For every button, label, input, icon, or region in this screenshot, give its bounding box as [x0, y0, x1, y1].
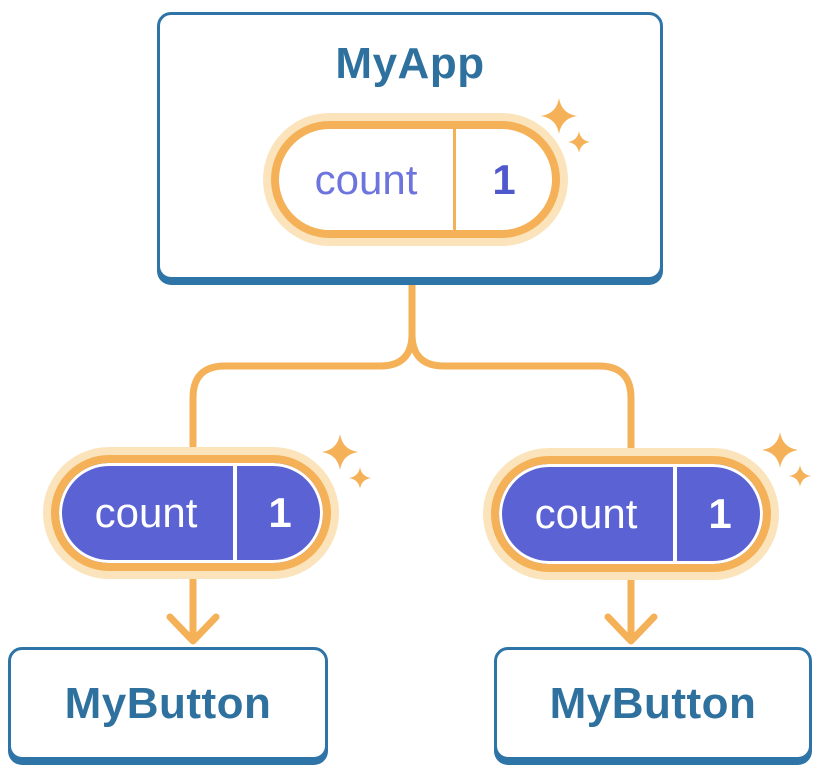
component-title: MyButton — [549, 678, 757, 728]
component-title: MyButton — [64, 678, 272, 728]
arrow-chevron-right — [604, 613, 658, 645]
state-value: 1 — [492, 155, 516, 203]
state-name: count — [534, 490, 638, 537]
branch-right-line — [408, 276, 635, 644]
state-pill-child-right: count 1 — [491, 456, 771, 572]
sparkle-icon — [322, 434, 371, 489]
pill-divider — [233, 463, 237, 563]
state-pill-child-left: count 1 — [51, 455, 331, 571]
state-name: count — [314, 155, 418, 203]
state-name: count — [94, 489, 198, 536]
component-card-child-left: MyButton — [8, 647, 328, 760]
sparkle-icon — [541, 98, 590, 153]
component-card-child-right: MyButton — [494, 647, 812, 760]
pill-divider — [673, 464, 677, 564]
state-value: 1 — [268, 489, 292, 536]
sparkle-icon — [762, 432, 811, 487]
pill-divider — [453, 129, 456, 230]
component-card-root: MyApp count 1 — [157, 12, 663, 280]
state-pill-root: count 1 — [271, 121, 560, 238]
state-value: 1 — [708, 490, 732, 537]
arrow-chevron-left — [166, 613, 220, 645]
component-title: MyApp — [335, 39, 485, 88]
